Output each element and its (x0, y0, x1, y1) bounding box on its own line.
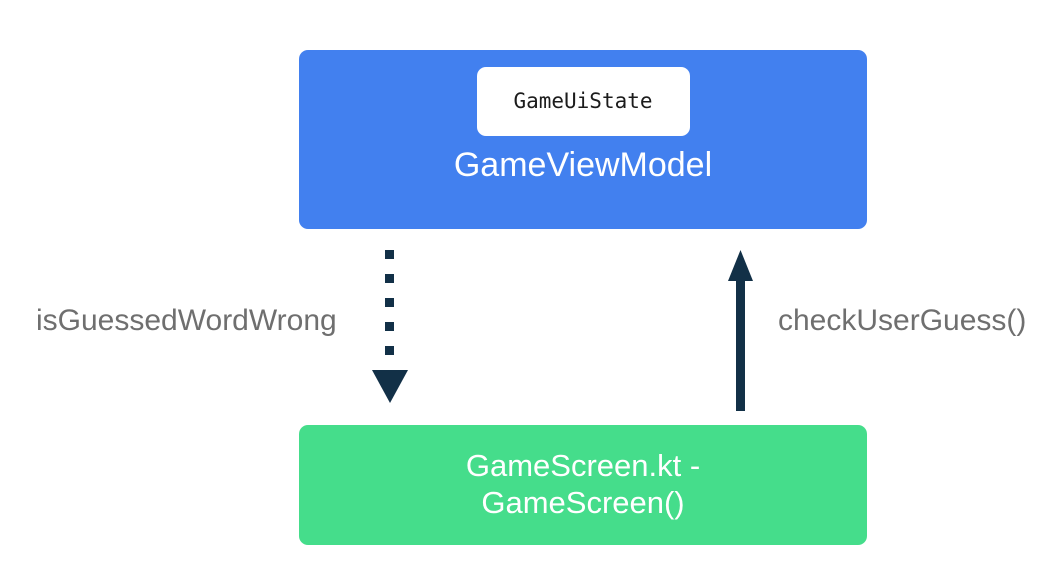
arrow-event-up (728, 250, 753, 411)
arrow-state-down-head-icon (372, 370, 408, 403)
edge-label-check-user-guess: checkUserGuess() (778, 304, 1027, 337)
node-gamescreen-title: GameScreen.kt - GameScreen() (465, 448, 701, 520)
arrow-state-down-dot (385, 298, 394, 307)
arrow-event-up-shaft (736, 278, 745, 411)
arrow-state-down-dot (385, 322, 394, 331)
arrow-event-up-head-icon (728, 250, 753, 281)
arrow-state-down-dot (385, 274, 394, 283)
node-gameviewmodel: GameUiState GameViewModel (299, 50, 867, 229)
chip-gameuistate-label: GameUiState (513, 89, 653, 113)
arrow-state-down (372, 250, 408, 403)
chip-gameuistate: GameUiState (476, 67, 690, 136)
arrow-state-down-dot (385, 346, 394, 355)
node-gamescreen: GameScreen.kt - GameScreen() (299, 425, 867, 545)
edge-label-is-guessed-word-wrong: isGuessedWordWrong (36, 304, 337, 337)
arrow-state-down-dot (385, 250, 394, 259)
node-gameviewmodel-title: GameViewModel (453, 146, 713, 184)
